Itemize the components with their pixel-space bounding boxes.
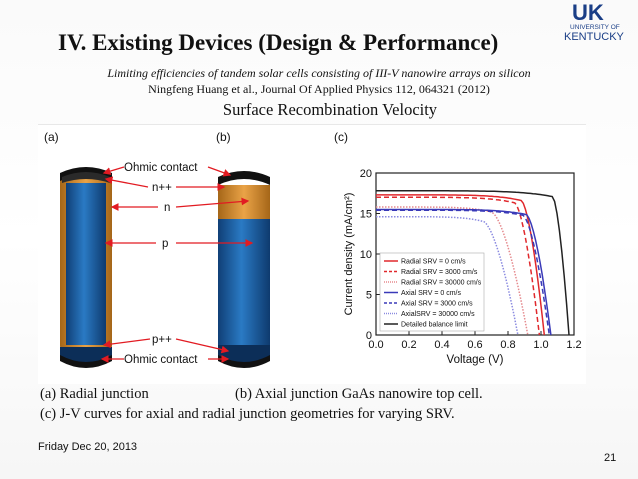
university-of-kentucky-logo: UK UNIVERSITY OF KENTUCKY [548, 0, 638, 43]
label-n-plus-plus: n++ [152, 182, 172, 194]
x-tick-label: 1.2 [566, 339, 581, 351]
y-tick-label: 5 [366, 290, 372, 302]
label-ohmic-contact-bottom: Ohmic contact [124, 354, 198, 366]
panel-a-label: (a) [44, 130, 59, 144]
legend-entry: Radial SRV = 30000 cm/s [401, 280, 482, 287]
y-tick-label: 20 [360, 168, 372, 180]
legend-entry: Axial SRV = 0 cm/s [401, 290, 461, 297]
radial-nanowire-diagram [60, 167, 112, 368]
series-line [376, 206, 529, 336]
label-arrows [100, 166, 254, 363]
figure-panel: (a) (b) (c) Ohmic contact n++ n p [38, 124, 586, 384]
logo-line1: UNIVERSITY OF [570, 24, 620, 31]
x-tick-label: 0.8 [500, 339, 515, 351]
x-axis-label: Voltage (V) [447, 354, 504, 366]
axial-nanowire-diagram [218, 171, 270, 368]
y-tick-label: 10 [360, 249, 372, 261]
series-line [376, 196, 541, 336]
x-tick-label: 0.4 [434, 339, 449, 351]
x-tick-label: 1.0 [533, 339, 548, 351]
y-tick-label: 15 [360, 209, 372, 221]
citation-title: Limiting efficiencies of tandem solar ce… [107, 66, 531, 80]
citation-authors: Ningfeng Huang et al., Journal Of Applie… [148, 82, 490, 96]
section-heading: Surface Recombination Velocity [222, 100, 438, 119]
label-n: n [164, 202, 170, 214]
x-tick-label: 0.2 [401, 339, 416, 351]
x-tick-label: 0.6 [467, 339, 482, 351]
y-tick-label: 0 [366, 330, 372, 342]
series-line [376, 215, 519, 336]
caption-jv: (c) J-V curves for axial and radial junc… [40, 406, 455, 422]
caption-radial: (a) Radial junction [40, 386, 149, 402]
caption-axial: (b) Axial junction GaAs nanowire top cel… [235, 386, 483, 402]
y-axis-label: Current density (mA/cm²) [343, 193, 355, 316]
series-line [376, 190, 570, 336]
legend-entry: Radial SRV = 0 cm/s [401, 259, 466, 266]
series-line [376, 209, 551, 336]
slide-title: IV. Existing Devices (Design & Performan… [58, 30, 499, 55]
label-p-plus-plus: p++ [152, 334, 172, 346]
legend-entry: Axial SRV = 3000 cm/s [401, 301, 473, 308]
label-p: p [162, 238, 168, 250]
x-tick-label: 0.0 [368, 339, 383, 351]
footer-date: Friday Dec 20, 2013 [38, 441, 138, 453]
legend-entry: AxialSRV = 30000 cm/s [401, 311, 475, 318]
panel-c-label: (c) [334, 130, 348, 144]
legend-entry: Detailed balance limit [401, 322, 468, 329]
page-number: 21 [604, 452, 617, 464]
legend-entry: Radial SRV = 3000 cm/s [401, 269, 478, 276]
series-line [376, 194, 546, 336]
logo-line2: KENTUCKY [564, 31, 625, 42]
label-ohmic-contact-top: Ohmic contact [124, 162, 198, 174]
logo-initials: UK [572, 0, 604, 25]
series-line [376, 208, 552, 336]
panel-b-label: (b) [216, 130, 231, 144]
